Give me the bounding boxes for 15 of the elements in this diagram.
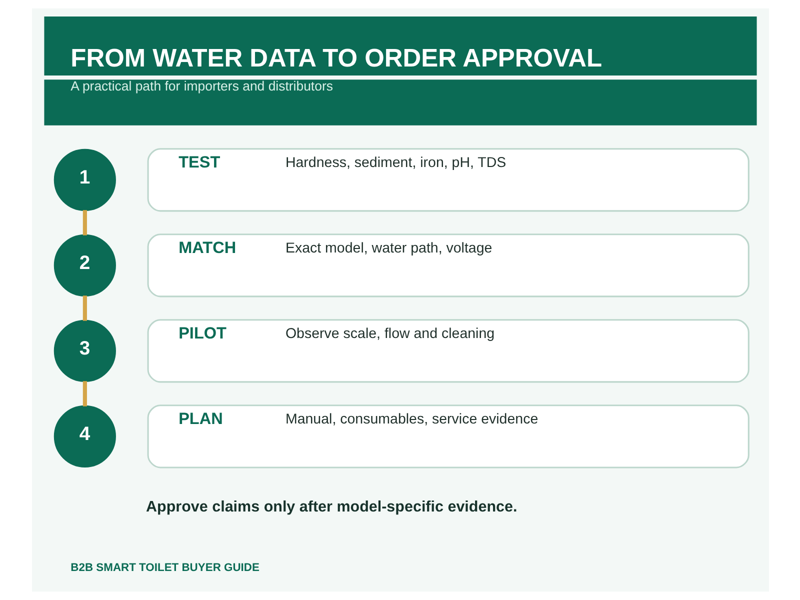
node-circle: 2 <box>53 234 116 296</box>
node-circle: 3 <box>53 320 116 382</box>
connector <box>82 296 86 321</box>
node-box: TEST Hardness, sediment, iron, pH, TDS <box>146 148 749 212</box>
node-box: PLAN Manual, consumables, service evidence <box>146 404 749 468</box>
label: A practical path for importers and distributors <box>70 78 332 94</box>
label: Approve claims only after model-specific evidence. <box>146 498 517 516</box>
node-circle: 4 <box>53 405 116 468</box>
node-box: PILOT Observe scale, flow and cleaning <box>146 319 749 383</box>
connector <box>82 210 86 236</box>
diagram-title: FROM WATER DATA TO ORDER APPROVAL <box>70 44 602 72</box>
label: B2B SMART TOILET BUYER GUIDE <box>70 562 259 574</box>
node-circle: 1 <box>53 148 116 211</box>
connector <box>82 381 86 406</box>
node-box: MATCH Exact model, water path, voltage <box>146 234 749 298</box>
